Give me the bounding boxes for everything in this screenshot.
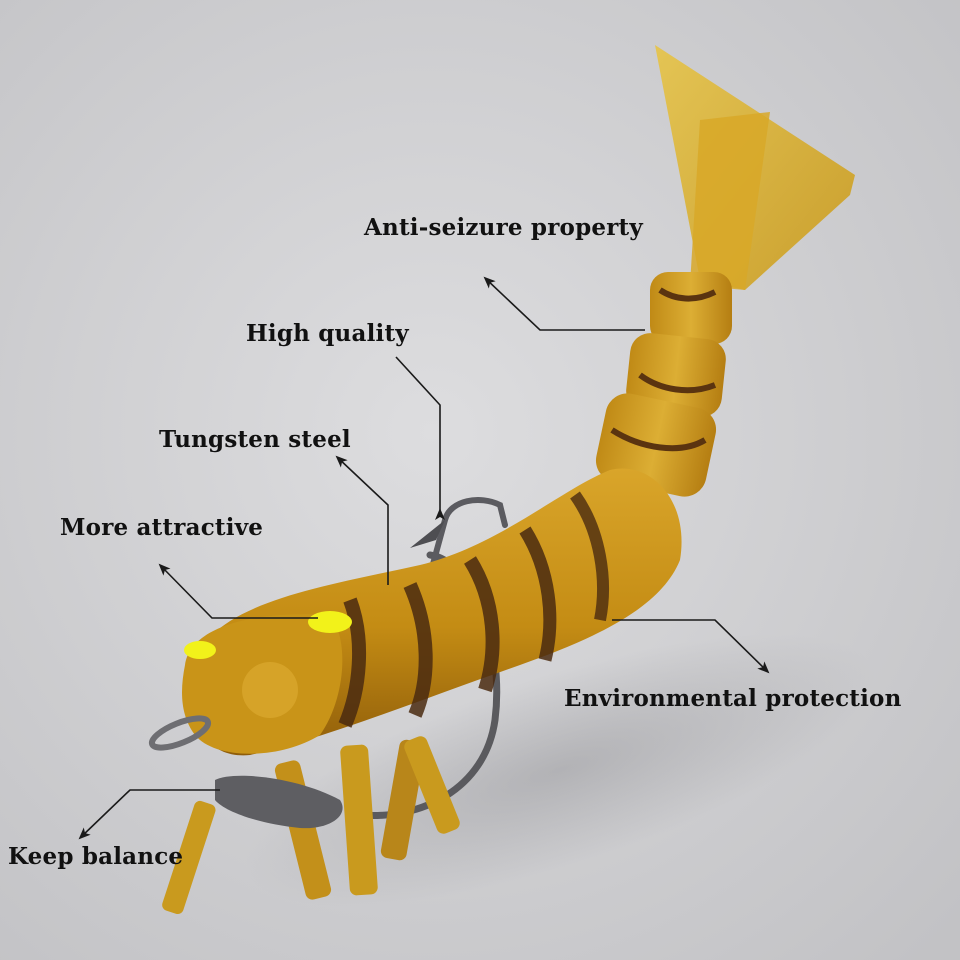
body-stripe-4 (519, 526, 557, 662)
body-stripe-5 (570, 491, 609, 622)
body-stripe-2 (403, 582, 433, 718)
label-tungsten-steel: Tungsten steel (159, 426, 351, 453)
label-high-quality: High quality (246, 320, 409, 347)
label-environmental-protection: Environmental protection (564, 685, 902, 712)
balance-weight (215, 775, 343, 829)
hook-point (427, 497, 508, 578)
body-stripe-3 (463, 556, 500, 693)
leader-keep-balance (78, 789, 220, 840)
tail-stripe-3 (610, 427, 707, 452)
line-tie-eye (148, 715, 212, 751)
tail-center (690, 112, 770, 290)
leg-5 (404, 736, 460, 834)
body-stripe-1 (338, 597, 367, 728)
tail-stripe-1 (658, 287, 717, 302)
head-cheek (242, 662, 298, 718)
leader-environmental (612, 619, 770, 674)
leg-1 (162, 800, 216, 915)
tail-segment-2 (626, 333, 726, 417)
label-more-attractive: More attractive (60, 514, 264, 541)
label-anti-seizure-property: Anti-seizure property (364, 214, 643, 241)
shrimp-lure-icon (148, 45, 855, 915)
eye-left (308, 611, 352, 633)
callout-leaders (78, 276, 770, 840)
hook-barb (410, 520, 445, 548)
leader-anti-seizure (483, 276, 645, 331)
leader-more-attractive (158, 563, 318, 619)
leader-tungsten-steel (335, 455, 389, 585)
label-keep-balance: Keep balance (8, 843, 184, 870)
leg-3 (340, 744, 378, 896)
eye-right (184, 641, 216, 659)
tail-segment-1 (650, 272, 732, 344)
tail-stripe-2 (638, 372, 717, 394)
leader-high-quality (395, 356, 445, 520)
